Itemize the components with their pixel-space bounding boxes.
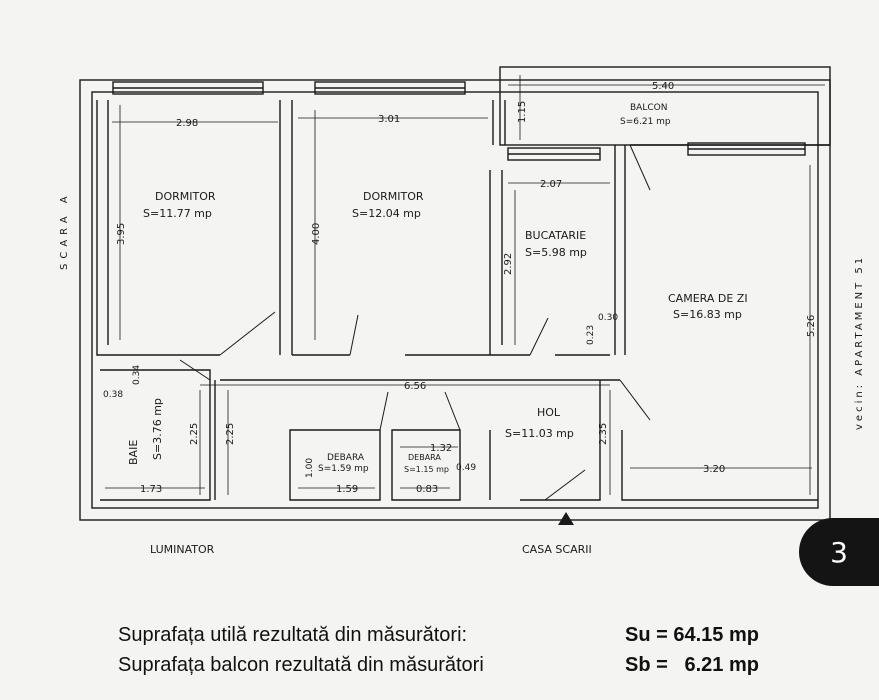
room-name-dormitor-1: DORMITOR xyxy=(155,190,216,203)
dim-label: 4.00 xyxy=(311,223,322,245)
door-swings xyxy=(179,144,651,501)
dim-label: 2.35 xyxy=(598,423,609,445)
room-area-dormitor-2: S=12.04 mp xyxy=(352,207,421,220)
room-name-bucatarie: BUCATARIE xyxy=(525,229,586,242)
vecin-label: vecin: APARTAMENT 51 xyxy=(854,255,865,430)
dim-label: 0.38 xyxy=(103,390,123,400)
partitions xyxy=(96,100,830,501)
room-area-dormitor-1: S=11.77 mp xyxy=(143,207,212,220)
dim-label: 1.32 xyxy=(430,443,452,454)
dim-label: 0.30 xyxy=(598,313,618,323)
room-name-camera-de-zi: CAMERA DE ZI xyxy=(668,292,748,305)
dim-label: 1.73 xyxy=(140,484,162,495)
page-number-badge: 3 xyxy=(799,518,879,586)
dim-label: 1.00 xyxy=(305,458,315,478)
room-name-balcon: BALCON xyxy=(630,103,667,113)
dim-label: 2.98 xyxy=(176,118,198,129)
room-area-balcon: S=6.21 mp xyxy=(620,117,671,127)
room-name-hol: HOL xyxy=(537,406,561,419)
dim-label: 0.23 xyxy=(586,325,596,345)
window-marks xyxy=(112,81,806,161)
dim-label: 2.07 xyxy=(540,179,562,190)
room-area-camera-de-zi: S=16.83 mp xyxy=(673,308,742,321)
dim-label: 3.01 xyxy=(378,114,400,125)
dim-label: 1.59 xyxy=(336,484,358,495)
room-area-debara-1: S=1.59 mp xyxy=(318,464,369,474)
room-area-bucatarie: S=5.98 mp xyxy=(525,246,587,259)
luminator-label: LUMINATOR xyxy=(150,543,215,556)
inner-wall xyxy=(91,91,819,509)
dimension-labels: 2.98 3.01 5.40 2.07 6.56 1.73 1.59 0.83 … xyxy=(103,81,817,495)
su-text: Suprafața utilă rezultată din măsurători… xyxy=(118,624,467,646)
scara-label: SCARA A xyxy=(59,191,70,270)
dim-label: 6.56 xyxy=(404,381,426,392)
dim-label: 2.25 xyxy=(189,423,200,445)
room-area-hol: S=11.03 mp xyxy=(505,427,574,440)
dim-label: 0.83 xyxy=(416,484,438,495)
casa-scarii-label: CASA SCARII xyxy=(522,543,592,556)
sb-text: Suprafața balcon rezultată din măsurător… xyxy=(118,654,484,676)
outer-wall xyxy=(79,79,831,521)
sb-value: Sb = 6.21 mp xyxy=(625,654,759,676)
dim-label: 5.40 xyxy=(652,81,674,92)
room-area-baie: S=3.76 mp xyxy=(151,398,164,460)
dim-label: 2.25 xyxy=(225,423,236,445)
su-value: Su = 64.15 mp xyxy=(625,624,759,646)
dim-label: 5.26 xyxy=(806,315,817,337)
room-name-debara-2: DEBARA xyxy=(408,453,441,462)
entrance-arrow-icon xyxy=(558,512,574,525)
room-name-baie: BAIE xyxy=(127,440,140,465)
room-area-debara-2: S=1.15 mp xyxy=(404,465,449,474)
dim-label: 0.49 xyxy=(456,463,476,473)
dim-label: 3.95 xyxy=(116,223,127,245)
dim-label: 1.15 xyxy=(517,101,528,123)
dim-label: 0.34 xyxy=(132,365,142,385)
dim-label: 2.92 xyxy=(503,253,514,275)
dim-label: 3.20 xyxy=(703,464,725,475)
dimension-lines xyxy=(105,75,825,495)
room-name-debara-1: DEBARA xyxy=(327,453,365,463)
room-name-dormitor-2: DORMITOR xyxy=(363,190,424,203)
